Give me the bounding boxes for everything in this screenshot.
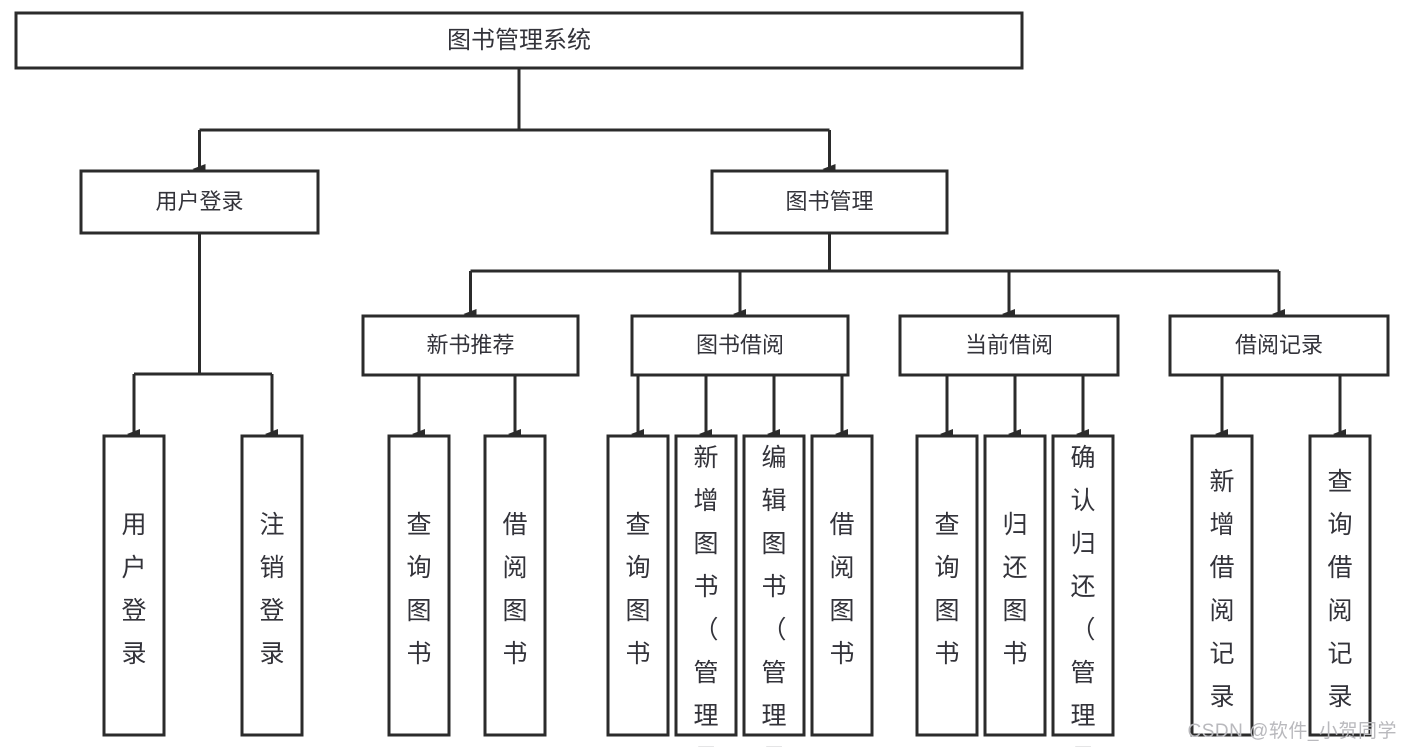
- leaf-label: 借阅图书: [502, 511, 527, 668]
- node-label: 图书借阅: [696, 332, 784, 357]
- leaf-label: 查询图书: [625, 511, 650, 668]
- leaf-label: 用户登录: [121, 511, 146, 668]
- csdn-watermark: CSDN @软件_小贺同学: [1187, 721, 1397, 742]
- node-leaf-borrow-book[interactable]: 借阅图书: [810, 434, 874, 737]
- node-leaf-add-book[interactable]: 新增图书（管理员）: [674, 434, 738, 747]
- node-leaf-edit-book[interactable]: 编辑图书（管理员）: [742, 434, 806, 747]
- node-leaf-user-login[interactable]: 用户登录: [102, 434, 166, 737]
- node-label: 当前借阅: [965, 332, 1053, 357]
- node-leaf-query-book-recommend[interactable]: 查询图书: [387, 434, 451, 737]
- node-root[interactable]: 图书管理系统: [14, 11, 1024, 70]
- leaf-label: 新增图书（管理员）: [693, 444, 718, 747]
- node-book-manage[interactable]: 图书管理: [710, 169, 949, 235]
- connector-layer: [127, 68, 1346, 439]
- leaf-label: 查询图书: [934, 511, 959, 668]
- node-leaf-borrow-book-recommend[interactable]: 借阅图书: [483, 434, 547, 737]
- node-leaf-confirm-return[interactable]: 确认归还（管理员）: [1051, 434, 1115, 747]
- node-current-borrow[interactable]: 当前借阅: [898, 314, 1120, 377]
- node-borrow-record[interactable]: 借阅记录: [1168, 314, 1390, 377]
- node-label: 图书管理: [785, 189, 873, 214]
- node-layer: 图书管理系统用户登录图书管理新书推荐图书借阅当前借阅借阅记录用户登录注销登录查询…: [14, 11, 1390, 747]
- leaf-label: 新增借阅记录: [1209, 468, 1234, 711]
- leaf-label: 归还图书: [1002, 511, 1027, 668]
- node-leaf-user-logout[interactable]: 注销登录: [240, 434, 304, 737]
- leaf-label: 注销登录: [259, 511, 284, 668]
- node-book-borrow[interactable]: 图书借阅: [630, 314, 850, 377]
- node-label: 借阅记录: [1235, 332, 1323, 357]
- node-label: 图书管理系统: [447, 27, 591, 54]
- leaf-label: 查询图书: [406, 511, 431, 668]
- node-user-login[interactable]: 用户登录: [79, 169, 320, 235]
- node-leaf-add-borrow-record[interactable]: 新增借阅记录: [1190, 434, 1254, 737]
- node-label: 新书推荐: [426, 332, 514, 357]
- node-leaf-query-borrow-record[interactable]: 查询借阅记录: [1308, 434, 1372, 737]
- node-label: 用户登录: [155, 189, 243, 214]
- node-new-book-recommend[interactable]: 新书推荐: [361, 314, 580, 377]
- node-leaf-query-book-current[interactable]: 查询图书: [915, 434, 979, 737]
- leaf-label: 借阅图书: [829, 511, 854, 668]
- leaf-label: 查询借阅记录: [1327, 468, 1352, 711]
- node-leaf-query-book-borrow[interactable]: 查询图书: [606, 434, 670, 737]
- leaf-label: 编辑图书（管理员）: [761, 444, 786, 747]
- node-leaf-return-book[interactable]: 归还图书: [983, 434, 1047, 737]
- leaf-label: 确认归还（管理员）: [1070, 444, 1095, 747]
